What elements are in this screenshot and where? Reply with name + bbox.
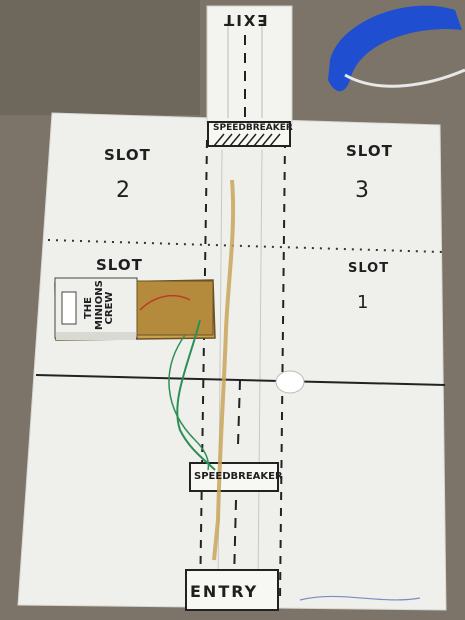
car-label-line1: THE (83, 296, 94, 320)
slot-1-number: 1 (357, 292, 370, 313)
speed-breaker-bottom (189, 462, 279, 492)
blue-lanyard (328, 5, 462, 92)
green-wire-1 (176, 319, 216, 471)
wire-bottom (299, 595, 421, 601)
entry-lane-block (185, 569, 279, 611)
slot-boundary-line (35, 374, 446, 386)
white-string (344, 68, 465, 88)
slot-2-number: 2 (116, 178, 131, 203)
green-wire-2 (168, 334, 210, 471)
slot-divider-dotted (47, 239, 443, 253)
glue-seam (212, 179, 236, 561)
cardboard-car (54, 277, 216, 341)
entry-label: ENTRY (190, 582, 259, 601)
lane-guide-mid-right (257, 149, 263, 591)
exit-lane-strip (206, 5, 293, 125)
speed-breaker-top-hatch (213, 133, 281, 147)
car-label-line3: CREW (104, 291, 115, 325)
red-wire (139, 294, 191, 311)
parking-board (17, 112, 447, 611)
exit-label: EXIT (222, 11, 268, 29)
speed-breaker-top-label: SPEEDBREAKER (213, 123, 293, 133)
lane-left-boundary (199, 139, 208, 601)
speed-breaker-bottom-label: SPEEDBREAKER (194, 471, 283, 482)
slot-occupied-word: SLOT (96, 256, 143, 274)
ir-sensor (275, 370, 305, 394)
car-label-line2: MINIONS (93, 280, 105, 330)
slot-1-word: SLOT (348, 261, 390, 276)
slot-3-word: SLOT (346, 142, 393, 160)
shadow-area (0, 0, 200, 115)
center-line-mid (237, 379, 241, 446)
center-line-entry (233, 499, 237, 581)
slot-2-word: SLOT (104, 146, 151, 164)
lane-right-boundary (279, 139, 286, 601)
car-label: THE MINIONS CREW (83, 280, 116, 330)
slot-3-number: 3 (355, 178, 370, 203)
